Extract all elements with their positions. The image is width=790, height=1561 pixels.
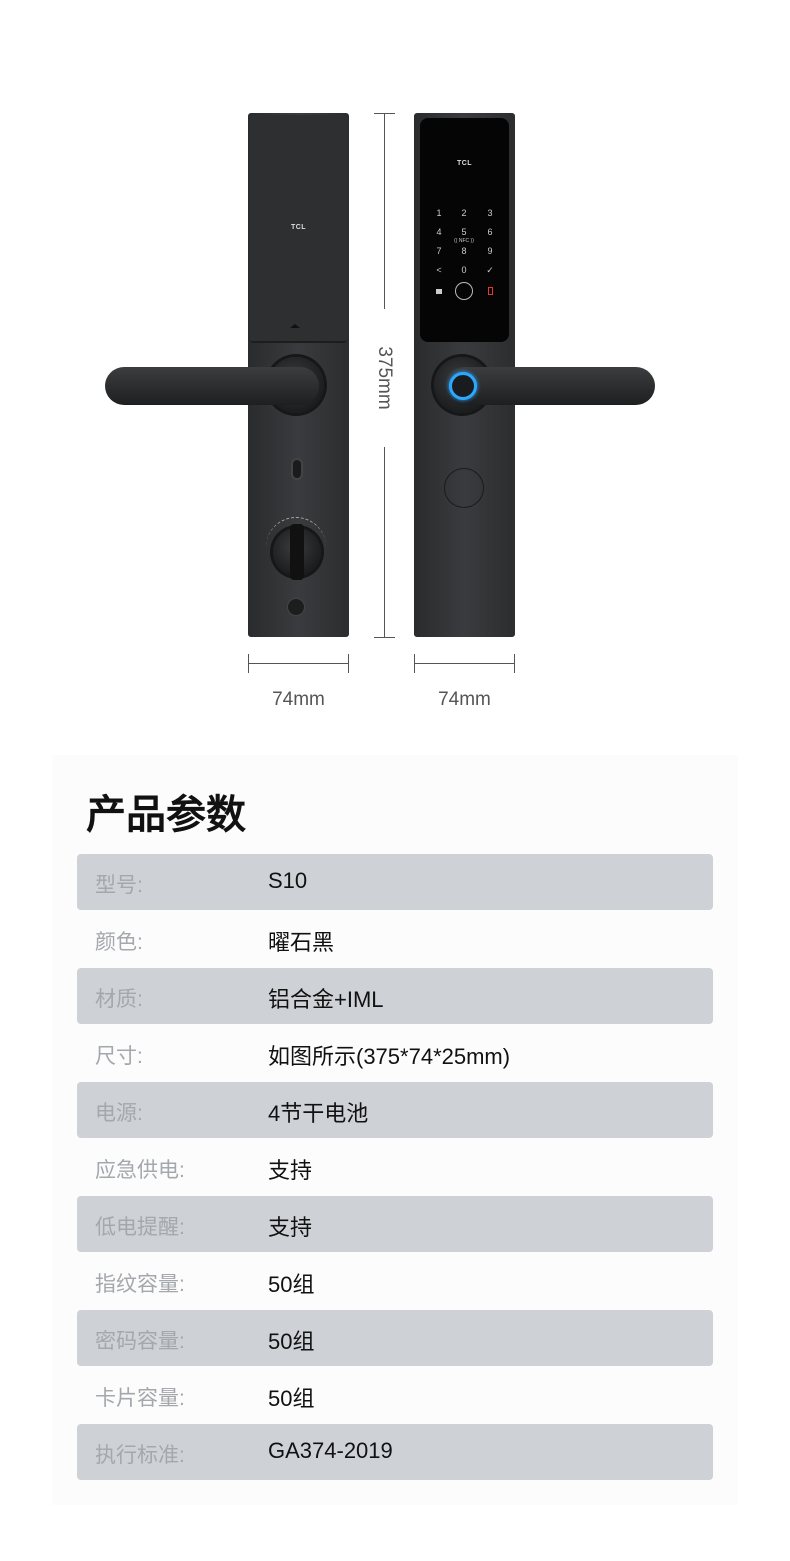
key-8[interactable]: 8: [461, 246, 467, 256]
spec-value: 50组: [268, 1272, 315, 1297]
spec-row: 材质: 铝合金+IML: [77, 968, 713, 1024]
spec-value: 铝合金+IML: [268, 987, 384, 1012]
spec-value: 曜石黑: [268, 930, 335, 955]
lock-back-cover: [250, 115, 347, 343]
key-confirm[interactable]: ✓: [486, 265, 494, 275]
spec-value: 支持: [268, 1158, 313, 1183]
height-dimension-line-bottom: [384, 447, 385, 637]
key-4[interactable]: 4: [436, 227, 442, 237]
spec-label: 执行标准:: [95, 1444, 185, 1467]
key-3[interactable]: 3: [487, 208, 493, 218]
spec-value: GA374-2019: [268, 1438, 393, 1463]
thumb-turn-bar: [290, 524, 304, 580]
spec-row: 电源: 4节干电池: [77, 1082, 713, 1138]
width-tick: [414, 654, 415, 673]
spec-row: 执行标准: GA374-2019: [77, 1424, 713, 1480]
height-tick-top: [374, 113, 395, 114]
spec-value: 50组: [268, 1386, 315, 1411]
touch-screen: [420, 118, 509, 342]
key-slot-icon: [291, 458, 303, 480]
key-9[interactable]: 9: [487, 246, 493, 256]
spec-row: 型号: S10: [77, 854, 713, 910]
spec-label: 密码容量:: [95, 1330, 185, 1353]
spec-row: 尺寸: 如图所示(375*74*25mm): [77, 1025, 713, 1081]
nfc-label: (( NFC )): [454, 238, 474, 244]
brand-logo-front: TCL: [456, 160, 473, 167]
width-tick: [248, 654, 249, 673]
release-button-icon: [290, 324, 300, 328]
spec-label: 指纹容量:: [95, 1273, 185, 1296]
key-1[interactable]: 1: [436, 208, 442, 218]
spec-value: 4节干电池: [268, 1101, 369, 1126]
width-label-left: 74mm: [272, 689, 325, 710]
spec-label: 尺寸:: [95, 1045, 143, 1068]
spec-label: 应急供电:: [95, 1159, 185, 1182]
height-label: 375mm: [374, 346, 395, 410]
emergency-power-icon: [287, 598, 305, 616]
key-5[interactable]: 5: [461, 227, 467, 237]
width-dimension-left: [248, 663, 349, 664]
doorbell-icon[interactable]: [455, 282, 473, 300]
lock-front-handle[interactable]: [445, 367, 655, 405]
spec-label: 低电提醒:: [95, 1216, 185, 1239]
spec-label: 卡片容量:: [95, 1387, 185, 1410]
key-0[interactable]: 0: [461, 265, 467, 275]
spec-row: 指纹容量: 50组: [77, 1253, 713, 1309]
width-dimension-right: [414, 663, 515, 664]
card-reader-circle: [444, 468, 484, 508]
specs-title: 产品参数: [86, 793, 246, 837]
spec-label: 型号:: [95, 874, 143, 897]
spec-label: 电源:: [95, 1102, 143, 1125]
spec-value: 50组: [268, 1329, 315, 1354]
key-7[interactable]: 7: [436, 246, 442, 256]
spec-row: 颜色: 曜石黑: [77, 911, 713, 967]
key-6[interactable]: 6: [487, 227, 493, 237]
width-label-right: 74mm: [438, 689, 491, 710]
height-tick-bottom: [374, 637, 395, 638]
thumb-turn-dial[interactable]: [266, 517, 326, 577]
width-tick: [514, 654, 515, 673]
key-back[interactable]: <: [436, 265, 442, 275]
spec-row: 密码容量: 50组: [77, 1310, 713, 1366]
volume-icon: [436, 289, 442, 294]
spec-value: 如图所示(375*74*25mm): [268, 1044, 511, 1069]
width-tick: [348, 654, 349, 673]
spec-value: 支持: [268, 1215, 313, 1240]
key-2[interactable]: 2: [461, 208, 467, 218]
spec-row: 低电提醒: 支持: [77, 1196, 713, 1252]
spec-label: 材质:: [95, 988, 143, 1011]
lock-back-handle[interactable]: [105, 367, 319, 405]
spec-label: 颜色:: [95, 931, 143, 954]
spec-row: 卡片容量: 50组: [77, 1367, 713, 1423]
height-dimension-line-top: [384, 113, 385, 309]
spec-value: S10: [268, 868, 308, 893]
spec-row: 应急供电: 支持: [77, 1139, 713, 1195]
fingerprint-sensor-icon[interactable]: [449, 372, 477, 400]
brand-logo: TCL: [290, 224, 307, 231]
lock-status-icon: [488, 287, 493, 295]
